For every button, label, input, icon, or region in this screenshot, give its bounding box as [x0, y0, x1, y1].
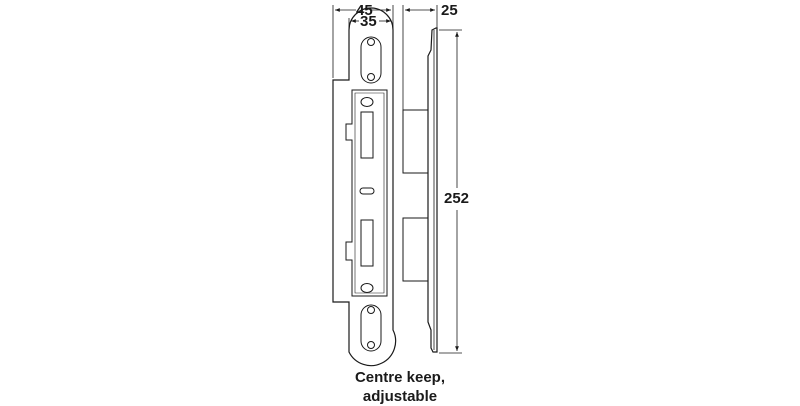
caption-line-2: adjustable: [362, 388, 438, 405]
front-view: [332, 7, 397, 367]
side-view: [402, 27, 438, 353]
dimension-inner-width: 35: [360, 13, 377, 30]
dimension-depth: 25: [441, 2, 458, 19]
dimension-lines: [332, 5, 462, 354]
dimension-overall-width: 45: [356, 2, 373, 19]
caption-line-1: Centre keep,: [354, 369, 446, 386]
caption: Centre keep, adjustable: [340, 368, 460, 406]
dimension-height: 252: [444, 190, 470, 207]
